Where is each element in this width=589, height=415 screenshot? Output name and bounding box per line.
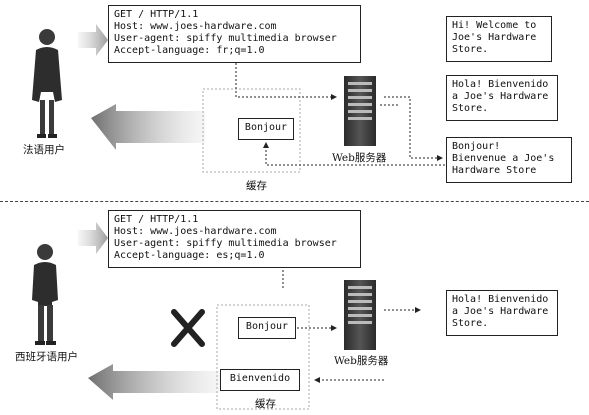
response-line: Bonjour! xyxy=(452,141,501,152)
web-server-icon xyxy=(344,76,376,146)
response-box-english: Hi! Welcome to Joe's Hardware Store. xyxy=(446,16,552,62)
web-server-icon xyxy=(344,280,376,350)
request-line: Host: www.joes-hardware.com xyxy=(114,21,277,32)
web-server-label: Web服务器 xyxy=(332,152,387,164)
request-line: GET / HTTP/1.1 xyxy=(114,214,199,225)
response-box-spanish: Hola! Bienvenido a Joe's Hardware Store. xyxy=(446,290,558,336)
cache-entry-bonjour: Bonjour xyxy=(238,118,294,140)
request-line: Accept-language: fr;q=1.0 xyxy=(114,45,265,56)
request-box-french: GET / HTTP/1.1 Host: www.joes-hardware.c… xyxy=(108,5,361,63)
response-arrow-icon xyxy=(88,364,220,400)
blocked-x-icon xyxy=(171,309,205,347)
response-line: Hardware Store xyxy=(452,165,537,176)
request-line: Host: www.joes-hardware.com xyxy=(114,226,277,237)
cache-entry-bonjour: Bonjour xyxy=(238,317,296,339)
spanish-user-figure-icon xyxy=(32,244,58,345)
response-line: Store. xyxy=(452,44,489,55)
request-line: Accept-language: es;q=1.0 xyxy=(114,250,265,261)
response-line: a Joe's Hardware xyxy=(452,91,549,102)
response-line: Store. xyxy=(452,318,489,329)
cache-label: 缓存 xyxy=(255,398,276,410)
response-box-french: Bonjour! Bienvenue a Joe's Hardware Stor… xyxy=(446,137,572,183)
response-line: a Joe's Hardware xyxy=(452,306,549,317)
french-user-figure-icon xyxy=(32,29,62,138)
request-box-spanish: GET / HTTP/1.1 Host: www.joes-hardware.c… xyxy=(108,210,361,268)
spanish-user-label: 西班牙语用户 xyxy=(15,351,78,363)
response-line: Bienvenue a Joe's xyxy=(452,153,555,164)
web-server-label: Web服务器 xyxy=(334,355,389,367)
cache-label: 缓存 xyxy=(246,180,267,192)
response-box-spanish: Hola! Bienvenido a Joe's Hardware Store. xyxy=(446,75,558,121)
response-line: Hola! Bienvenido xyxy=(452,79,549,90)
french-user-label: 法语用户 xyxy=(23,144,65,156)
response-line: Hi! Welcome to xyxy=(452,20,537,31)
request-line: User-agent: spiffy multimedia browser xyxy=(114,238,337,249)
response-line: Store. xyxy=(452,103,489,114)
panel-divider xyxy=(0,201,589,202)
response-arrow-icon xyxy=(91,104,205,150)
response-line: Hola! Bienvenido xyxy=(452,294,549,305)
request-arrow-icon xyxy=(78,24,108,56)
cache-entry-bienvenido: Bienvenido xyxy=(220,369,300,391)
request-line: GET / HTTP/1.1 xyxy=(114,9,199,20)
request-arrow-icon xyxy=(78,222,108,254)
request-line: User-agent: spiffy multimedia browser xyxy=(114,33,337,44)
response-line: Joe's Hardware xyxy=(452,32,537,43)
